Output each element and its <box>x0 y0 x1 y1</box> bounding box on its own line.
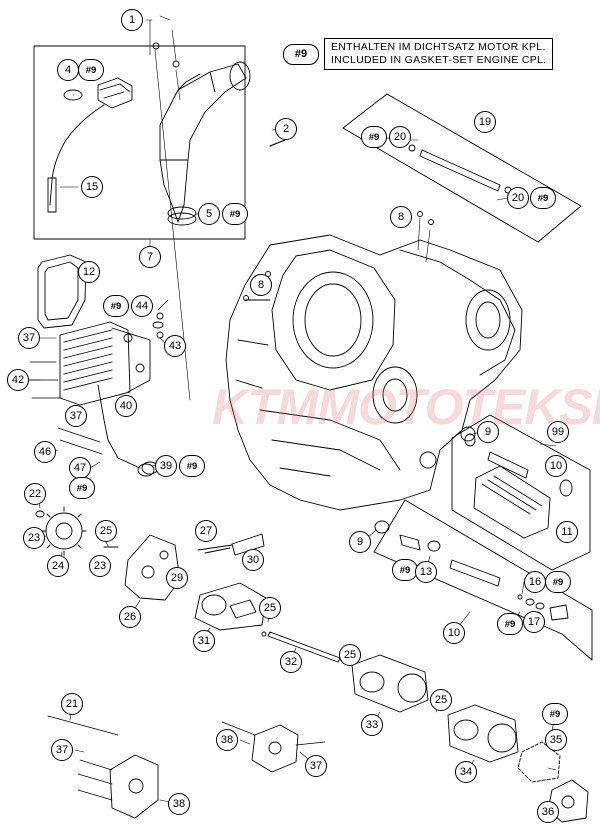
gasket-set-tag: #9 <box>361 126 387 148</box>
part-callout: 2 <box>275 118 297 140</box>
part-callout: 44 <box>131 295 153 317</box>
part-callout: 25 <box>259 597 281 619</box>
part-callout: 17 <box>523 611 545 633</box>
part-callout: 37 <box>18 327 40 349</box>
legend-line-de: ENTHALTEN IM DICHTSATZ MOTOR KPL. <box>331 41 546 53</box>
gasket-set-tag: #9 <box>497 613 523 635</box>
oil-dipstick-assembly <box>47 77 133 213</box>
part-callout: 23 <box>89 555 111 577</box>
gasket-12 <box>37 254 87 329</box>
gasket-set-tag: #9 <box>545 571 571 593</box>
part-callout: 19 <box>474 111 496 133</box>
part-callout: 1 <box>121 9 143 31</box>
part-callout: 34 <box>455 761 477 783</box>
part-callout: 39 <box>155 455 177 477</box>
part-callout: 11 <box>556 521 578 543</box>
oil-pump-sprocket <box>35 506 87 556</box>
part-callout: 9 <box>477 421 499 443</box>
group-frame-filter <box>451 414 591 571</box>
shaft-19 <box>408 144 512 194</box>
legend-box: ENTHALTEN IM DICHTSATZ MOTOR KPL. INCLUD… <box>324 38 554 70</box>
part-callout: 20 <box>389 126 411 148</box>
oil-filter <box>464 433 573 539</box>
part-callout: 5 <box>198 203 220 225</box>
gasket-set-tag: #9 <box>78 59 104 81</box>
part-callout: 21 <box>61 693 83 715</box>
part-callout: 7 <box>139 246 161 268</box>
part-callout: 20 <box>507 187 529 209</box>
part-callout: 25 <box>339 644 361 666</box>
part-callout: 31 <box>193 630 215 652</box>
gasket-set-tag: #9 <box>179 455 205 477</box>
part-callout: 33 <box>361 714 383 736</box>
gasket-set-tag: #9 <box>542 703 568 725</box>
gasket-set-tag: #9 <box>530 187 556 209</box>
gasket-set-tag: #9 <box>222 203 248 225</box>
part-callout: 27 <box>195 520 217 542</box>
part-callout: 99 <box>547 421 569 443</box>
part-callout: 35 <box>545 729 567 751</box>
part-callout: 40 <box>115 395 137 417</box>
pump-rotor-34 <box>447 704 519 763</box>
pump-rotor-31 <box>194 582 267 631</box>
part-callout: 10 <box>545 455 567 477</box>
part-callout: 8 <box>250 274 272 296</box>
group-frame-oil-filler <box>33 45 246 240</box>
part-callout: 38 <box>216 729 238 751</box>
part-callout: 25 <box>430 689 452 711</box>
pump-shaft-32 <box>261 631 341 663</box>
part-callout: 15 <box>81 176 103 198</box>
part-callout: 46 <box>34 441 56 463</box>
legend: #9 ENTHALTEN IM DICHTSATZ MOTOR KPL. INC… <box>283 37 554 71</box>
part-callout: 37 <box>305 755 327 777</box>
part-callout: 24 <box>47 555 69 577</box>
part-callout: 12 <box>78 261 100 283</box>
part-callout: 13 <box>415 561 437 583</box>
gasket-set-tag: #9 <box>69 477 95 499</box>
pump-housing-left <box>47 715 159 819</box>
part-callout: 30 <box>242 549 264 571</box>
part-callout: 32 <box>280 651 302 673</box>
part-callout: 8 <box>390 206 412 228</box>
pump-housing-center <box>221 721 326 773</box>
part-callout: 37 <box>51 739 73 761</box>
oil-cooler <box>27 312 164 406</box>
part-callout: 38 <box>168 793 190 815</box>
part-callout: 22 <box>24 483 46 505</box>
oil-pump-cover <box>103 533 265 601</box>
part-callout: 43 <box>164 335 186 357</box>
part-callout: 23 <box>23 527 45 549</box>
part-callout: 42 <box>7 369 29 391</box>
gasket-set-tag: #9 <box>103 295 129 317</box>
legend-tag: #9 <box>283 43 319 65</box>
part-callout: 29 <box>166 567 188 589</box>
part-callout: 47 <box>69 457 91 479</box>
group-frame-shaft-19 <box>342 93 582 243</box>
part-callout: 4 <box>57 59 79 81</box>
pressure-relief-valve <box>374 520 569 621</box>
part-callout: 36 <box>537 801 559 823</box>
part-callout: 25 <box>95 520 117 542</box>
part-callout: 37 <box>65 405 87 427</box>
part-callout: 16 <box>524 571 546 593</box>
pump-rotor-33 <box>351 654 429 713</box>
oil-filler-neck <box>149 19 286 401</box>
gasket-set-tag: #9 <box>392 559 418 581</box>
part-callout: 9 <box>349 531 371 553</box>
part-callout: 10 <box>443 622 465 644</box>
legend-line-en: INCLUDED IN GASKET-SET ENGINE CPL. <box>331 54 547 66</box>
part-callout: 26 <box>119 606 141 628</box>
engine-crankcase <box>225 211 523 511</box>
